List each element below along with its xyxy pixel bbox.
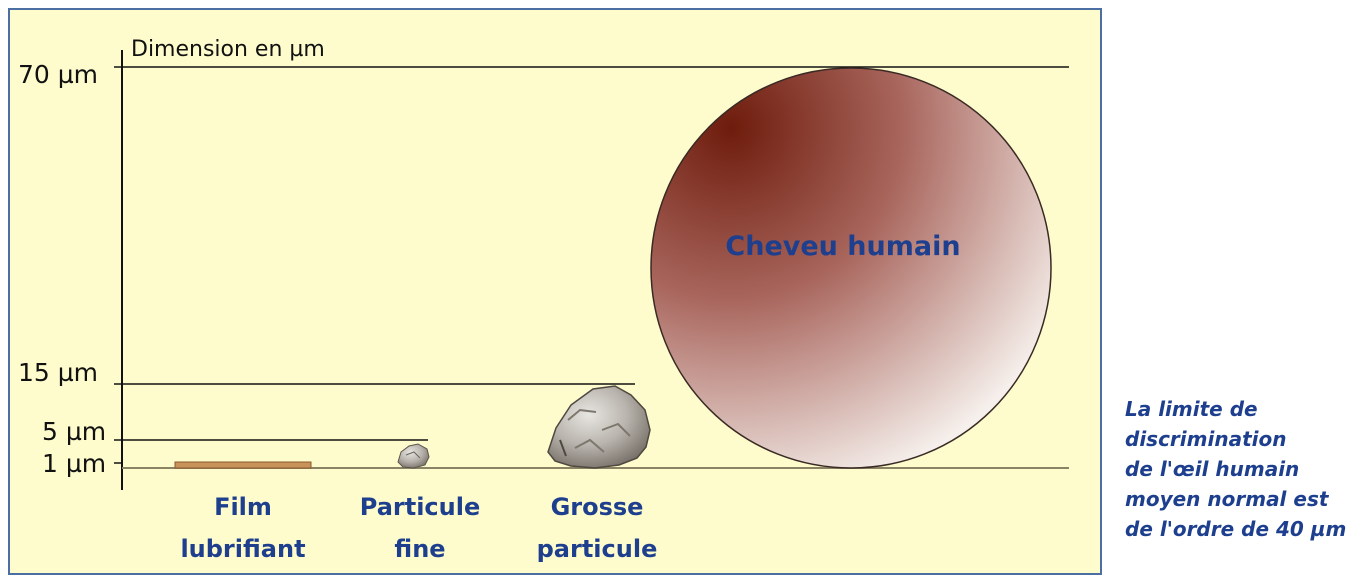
human-hair-circle (651, 68, 1051, 468)
note-line: discrimination (1125, 424, 1365, 454)
large-particle-label-line1: Grosse (551, 493, 644, 521)
note-line: de l'œil humain (1125, 454, 1365, 484)
tick-label-5: 5 µm (42, 417, 106, 446)
lubricating-film-bar (175, 462, 311, 468)
rock-icon (548, 386, 650, 468)
fine-particle-label-line1: Particule (360, 493, 481, 521)
note-line: de l'ordre de 40 µm (1125, 514, 1365, 544)
fine-particle-label-line2: fine (394, 535, 445, 563)
note-line: moyen normal est (1125, 484, 1365, 514)
human-hair-label: Cheveu humain (725, 231, 960, 262)
axis-title: Dimension en µm (131, 37, 325, 62)
large-particle-label-line2: particule (537, 535, 658, 563)
tick-label-1: 1 µm (42, 449, 106, 478)
film-label-line2: lubrifiant (180, 535, 305, 563)
tick-label-15: 15 µm (18, 358, 98, 387)
film-label-line1: Film (214, 493, 272, 521)
small-rock-icon (398, 444, 429, 468)
note-line: La limite de (1125, 394, 1365, 424)
visibility-note: La limite de discrimination de l'œil hum… (1125, 394, 1365, 544)
tick-label-70: 70 µm (18, 60, 98, 89)
